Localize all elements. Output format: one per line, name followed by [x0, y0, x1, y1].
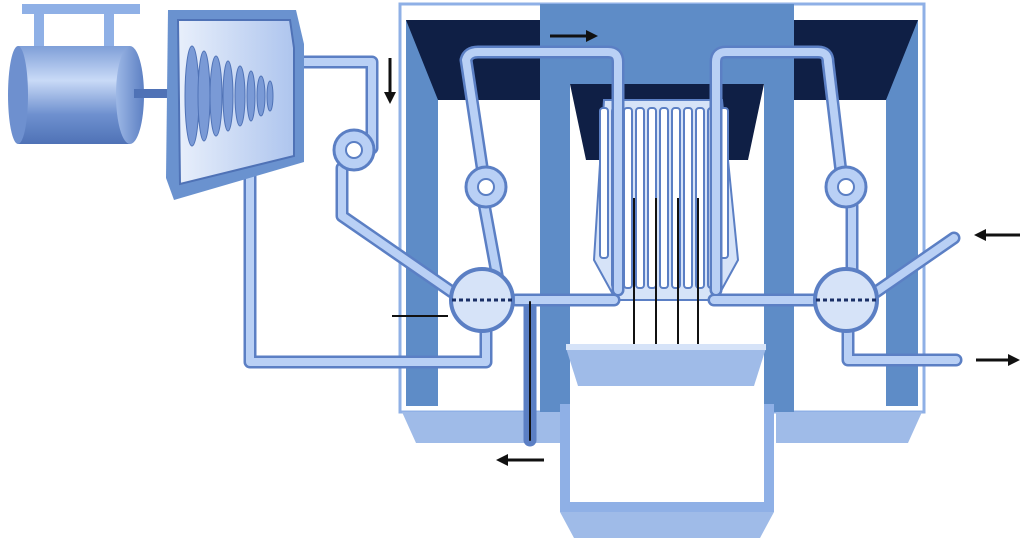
arrow-right-icon — [976, 354, 1020, 366]
generator — [8, 4, 178, 144]
control-rods — [633, 198, 699, 346]
condenser-pump — [332, 128, 376, 172]
control-rod-drive — [566, 344, 766, 386]
arrow-down-icon — [384, 58, 396, 104]
steam-generator-right — [813, 267, 879, 333]
turbine — [166, 10, 304, 200]
lower-pit — [560, 404, 774, 538]
arrow-right-icon — [550, 30, 598, 42]
arrow-left-icon — [496, 454, 544, 466]
feedwater-pump-left — [464, 165, 508, 209]
steam-generator-left — [449, 267, 515, 333]
flow-arrows — [384, 30, 1020, 466]
feedwater-pump-right — [824, 165, 868, 209]
arrow-left-icon — [974, 229, 1020, 241]
